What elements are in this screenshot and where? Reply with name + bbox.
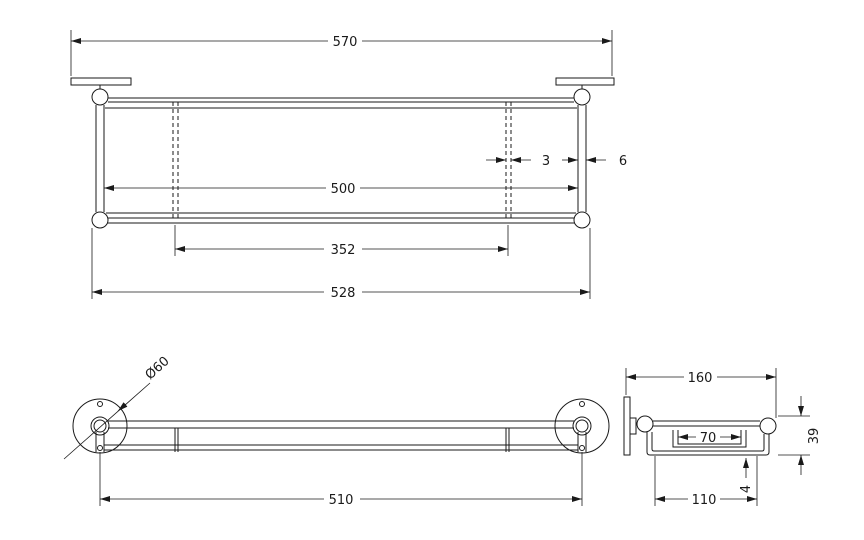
left-top-knob — [91, 88, 109, 106]
top-view — [63, 382, 610, 460]
dim-4: 4 — [739, 485, 754, 493]
side-wall-plate — [623, 396, 631, 456]
right-top-knob — [573, 88, 591, 106]
left-wall-plate — [70, 77, 132, 86]
dim-510: 510 — [329, 493, 354, 508]
side-dimensions: 160 39 70 4 110 — [625, 368, 822, 508]
dim-500: 500 — [331, 182, 356, 197]
top-dimensions: Ø60 510 — [99, 354, 583, 508]
left-bottom-knob — [91, 211, 109, 229]
right-wall-plate — [555, 77, 615, 86]
dim-528: 528 — [331, 286, 356, 301]
front-view — [70, 77, 615, 229]
side-view — [623, 396, 777, 456]
dim-6: 6 — [619, 154, 627, 169]
dim-39: 39 — [807, 428, 822, 445]
side-front-knob — [759, 417, 777, 435]
right-bottom-knob — [573, 211, 591, 229]
dim-160: 160 — [688, 371, 713, 386]
dim-3: 3 — [542, 154, 550, 169]
dim-352: 352 — [331, 243, 356, 258]
dim-70: 70 — [700, 431, 717, 446]
dim-diameter-60: Ø60 — [143, 354, 173, 383]
dim-570: 570 — [333, 35, 358, 50]
side-rear-knob — [636, 415, 654, 433]
dim-110: 110 — [692, 493, 717, 508]
front-dimensions: 570 500 3 6 352 528 — [70, 30, 627, 301]
